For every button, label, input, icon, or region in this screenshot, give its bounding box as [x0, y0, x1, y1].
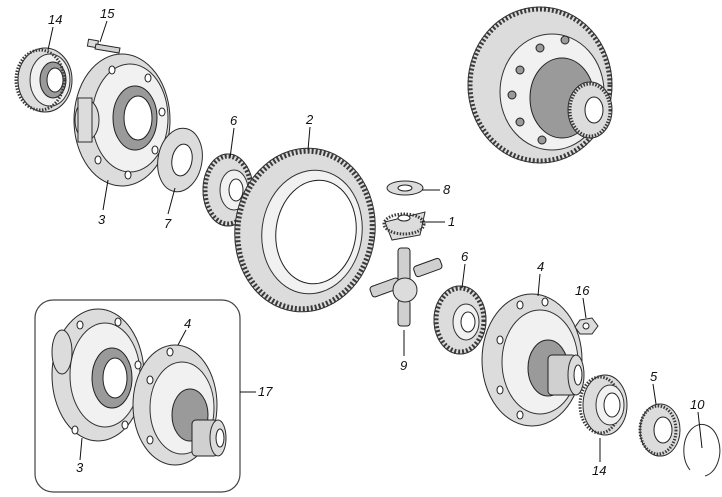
leader-lines	[47, 20, 703, 462]
callout-16: 16	[575, 283, 590, 298]
callout-10: 10	[690, 397, 705, 412]
housing-3-top	[73, 53, 171, 187]
housing-3-inset	[51, 308, 145, 442]
callout-8: 8	[443, 182, 451, 197]
callout-14-bottom: 14	[592, 463, 606, 478]
bolt-15	[86, 38, 121, 54]
callout-15: 15	[100, 6, 115, 21]
differential-assembly	[467, 6, 613, 164]
inset-frame-17	[34, 299, 241, 493]
callout-4-inset: 4	[184, 316, 191, 331]
callout-9: 9	[400, 358, 407, 373]
callout-6-mid: 6	[461, 249, 469, 264]
washer-8	[386, 180, 424, 196]
callout-6-top: 6	[230, 113, 238, 128]
spider-9	[369, 247, 443, 327]
bearing-14-top	[14, 47, 73, 113]
snap-ring-10	[683, 423, 721, 477]
callout-3-top: 3	[98, 212, 106, 227]
housing-4-inset	[132, 344, 227, 466]
thrust-washer-7	[157, 127, 203, 193]
callout-2: 2	[305, 112, 314, 127]
callout-14-top: 14	[48, 12, 62, 27]
callout-3-inset: 3	[76, 460, 84, 475]
nut-16	[574, 317, 599, 335]
side-gear-6-mid	[433, 285, 487, 355]
callout-4-right: 4	[537, 259, 544, 274]
callout-7: 7	[164, 216, 172, 231]
ring-gear-2	[234, 147, 376, 313]
housing-4-right	[481, 293, 585, 427]
pinion-gear-1	[382, 211, 426, 241]
nut-ring-5	[638, 403, 681, 457]
callout-17: 17	[258, 384, 273, 399]
callout-1: 1	[448, 214, 455, 229]
bearing-14-bottom	[578, 374, 628, 436]
callout-5: 5	[650, 369, 658, 384]
callout-labels: 14 15 3 7 6 2 8 1 6 9 4 16 5 10 14 4 17 …	[48, 6, 705, 478]
